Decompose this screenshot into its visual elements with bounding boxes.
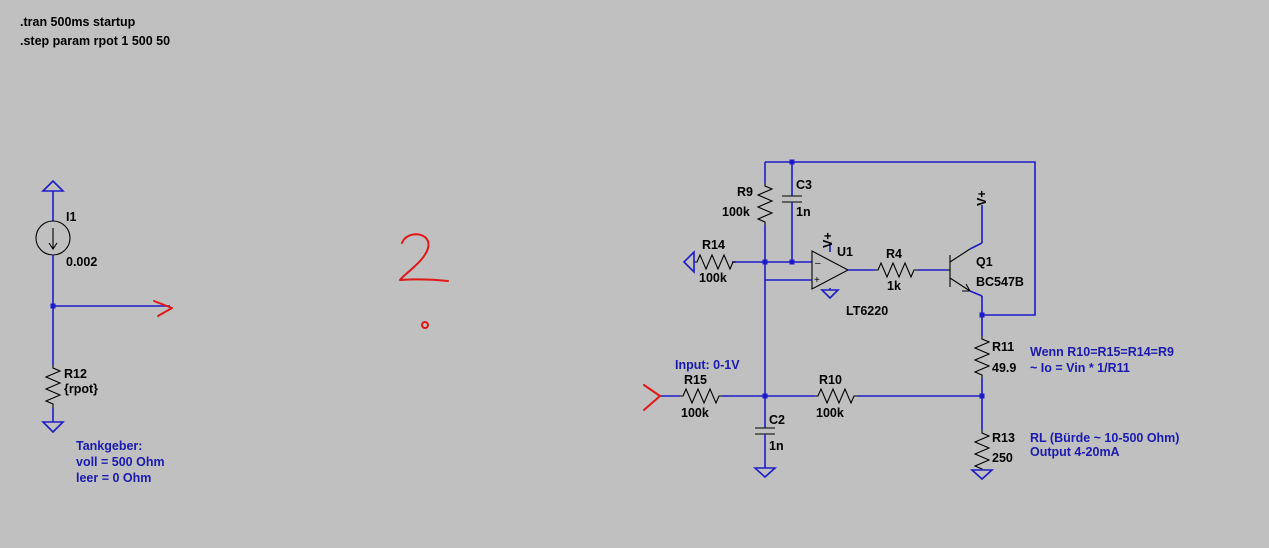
i1-ref: I1 xyxy=(66,210,76,224)
r14-value: 100k xyxy=(699,271,727,285)
tank-note-line1: Tankgeber: xyxy=(76,439,142,453)
tank-note-line2: voll = 500 Ohm xyxy=(76,455,165,469)
load-note-line2: Output 4-20mA xyxy=(1030,445,1120,459)
r14-ref: R14 xyxy=(702,238,725,252)
ground-symbol xyxy=(41,421,65,434)
r9-value: 100k xyxy=(722,205,750,219)
r4-ref: R4 xyxy=(886,247,902,261)
feedback-wire[interactable] xyxy=(765,161,1036,316)
ground-symbol xyxy=(820,289,840,300)
r4-value: 1k xyxy=(887,279,901,293)
formula-note-line2: ~ Io = Vin * 1/R11 xyxy=(1030,361,1130,375)
junction xyxy=(50,303,56,309)
c2-value: 1n xyxy=(769,439,784,453)
c3-value: 1n xyxy=(796,205,811,219)
r11-value: 49.9 xyxy=(992,361,1016,375)
r13-ref: R13 xyxy=(992,431,1015,445)
u1-ref: U1 xyxy=(837,245,853,259)
handwritten-input-arrow xyxy=(643,384,661,411)
resistor-r13[interactable] xyxy=(973,430,991,470)
c2-ref: C2 xyxy=(769,413,785,427)
handwritten-arrow xyxy=(153,300,173,317)
input-note: Input: 0-1V xyxy=(675,358,740,372)
resistor-r11[interactable] xyxy=(973,336,991,378)
u1-supply-label: V+ xyxy=(821,232,835,248)
supply-flag-left[interactable] xyxy=(41,179,65,192)
resistor-r15[interactable] xyxy=(680,387,722,405)
formula-note-line1: Wenn R10=R15=R14=R9 xyxy=(1030,345,1174,359)
directive-step[interactable]: .step param rpot 1 500 50 xyxy=(20,34,170,48)
input-flag-r14[interactable] xyxy=(682,250,695,274)
ground-symbol xyxy=(969,469,995,481)
opamp-u1[interactable] xyxy=(811,250,850,290)
c3-ref: C3 xyxy=(796,178,812,192)
resistor-r14[interactable] xyxy=(694,253,736,271)
r15-ref: R15 xyxy=(684,373,707,387)
resistor-r4[interactable] xyxy=(875,261,918,279)
r11-ref: R11 xyxy=(992,340,1014,354)
i1-value: 0.002 xyxy=(66,255,97,269)
load-note-line1: RL (Bürde ~ 10-500 Ohm) xyxy=(1030,431,1179,445)
q1-supply-label: V+ xyxy=(975,190,989,206)
r10-ref: R10 xyxy=(819,373,842,387)
current-source-i1[interactable] xyxy=(35,220,71,256)
resistor-r12[interactable] xyxy=(44,365,62,408)
junction xyxy=(789,259,795,265)
r10-value: 100k xyxy=(816,406,844,420)
svg-text:+: + xyxy=(814,275,820,286)
right-circuit: – + xyxy=(643,159,1036,481)
resistor-r10[interactable] xyxy=(815,387,857,405)
svg-text:–: – xyxy=(815,258,821,269)
junction xyxy=(979,312,985,318)
r9-ref: R9 xyxy=(737,185,753,199)
directive-tran[interactable]: .tran 500ms startup xyxy=(20,15,136,29)
r15-value: 100k xyxy=(681,406,709,420)
resistor-r9[interactable] xyxy=(756,183,774,225)
r13-value: 250 xyxy=(992,451,1013,465)
ground-symbol xyxy=(752,467,778,479)
q1-value: BC547B xyxy=(976,275,1024,289)
left-circuit xyxy=(35,179,173,434)
u1-value: LT6220 xyxy=(846,304,888,318)
r12-value: {rpot} xyxy=(64,382,98,396)
q1-ref: Q1 xyxy=(976,255,993,269)
transistor-q1[interactable] xyxy=(948,248,971,292)
junction xyxy=(762,259,768,265)
r12-ref: R12 xyxy=(64,367,87,381)
handwritten-question-mark xyxy=(399,233,449,329)
tank-note-line3: leer = 0 Ohm xyxy=(76,471,151,485)
